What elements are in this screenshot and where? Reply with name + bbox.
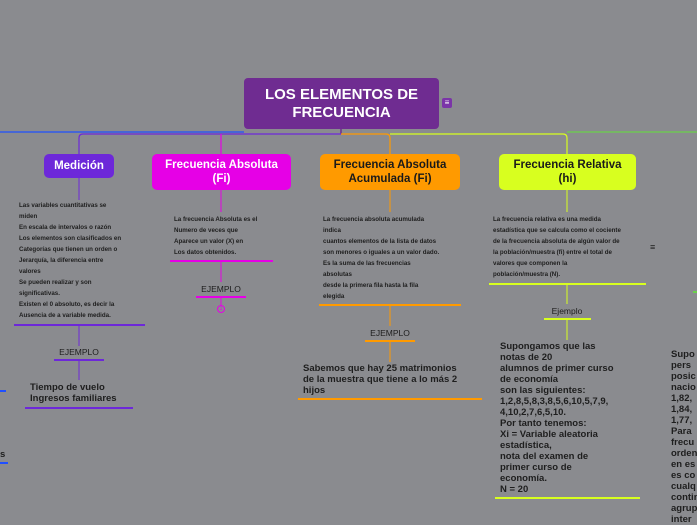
relativa-example: Supongamos que las notas de 20 alumnos d…	[500, 341, 614, 495]
collapsed-count-badge[interactable]: 1	[217, 305, 225, 313]
notes-icon[interactable]: ≡	[442, 98, 452, 108]
medicion-description: Las variables cuantitativas se miden En …	[19, 202, 122, 319]
topic-medicion[interactable]: Medición	[44, 154, 114, 178]
relativa-notes-icon[interactable]: ≡	[650, 242, 656, 252]
relativa-description: La frecuencia relativa es una medida est…	[493, 216, 621, 278]
acumulada-description: La frecuencia absoluta acumulada indica …	[323, 216, 440, 300]
medicion-example: Tiempo de vuelo Ingresos familiares	[30, 382, 117, 404]
topic-frecuencia-relativa[interactable]: Frecuencia Relativa (hi)	[499, 154, 636, 190]
topic-relativa-label: Frecuencia Relativa (hi)	[513, 159, 622, 185]
root-topic[interactable]: LOS ELEMENTOS DE FRECUENCIA	[244, 78, 439, 129]
topic-frecuencia-absoluta[interactable]: Frecuencia Absoluta (Fi)	[152, 154, 291, 190]
root-title: LOS ELEMENTOS DE FRECUENCIA	[264, 85, 419, 121]
acumulada-example: Sabemos que hay 25 matrimonios de la mue…	[303, 363, 458, 396]
topic-medicion-label: Medición	[54, 160, 104, 172]
absoluta-example-label[interactable]: EJEMPLO	[201, 284, 241, 294]
topic-frecuencia-acumulada[interactable]: Frecuencia Absoluta Acumulada (Fi)	[320, 154, 460, 190]
left-cutoff-text: s	[0, 449, 6, 460]
relativa-example-label[interactable]: Ejemplo	[551, 306, 583, 316]
absoluta-description: La frecuencia Absoluta es el Numero de v…	[174, 216, 258, 256]
topic-acumulada-label: Frecuencia Absoluta Acumulada (Fi)	[333, 159, 447, 185]
right-cutoff-text: Supo pers posic nacio 1,82, 1,84, 1,77, …	[671, 349, 697, 525]
medicion-example-label[interactable]: EJEMPLO	[59, 347, 99, 357]
acumulada-example-label[interactable]: EJEMPLO	[370, 328, 410, 338]
topic-absoluta-label: Frecuencia Absoluta (Fi)	[165, 159, 278, 185]
